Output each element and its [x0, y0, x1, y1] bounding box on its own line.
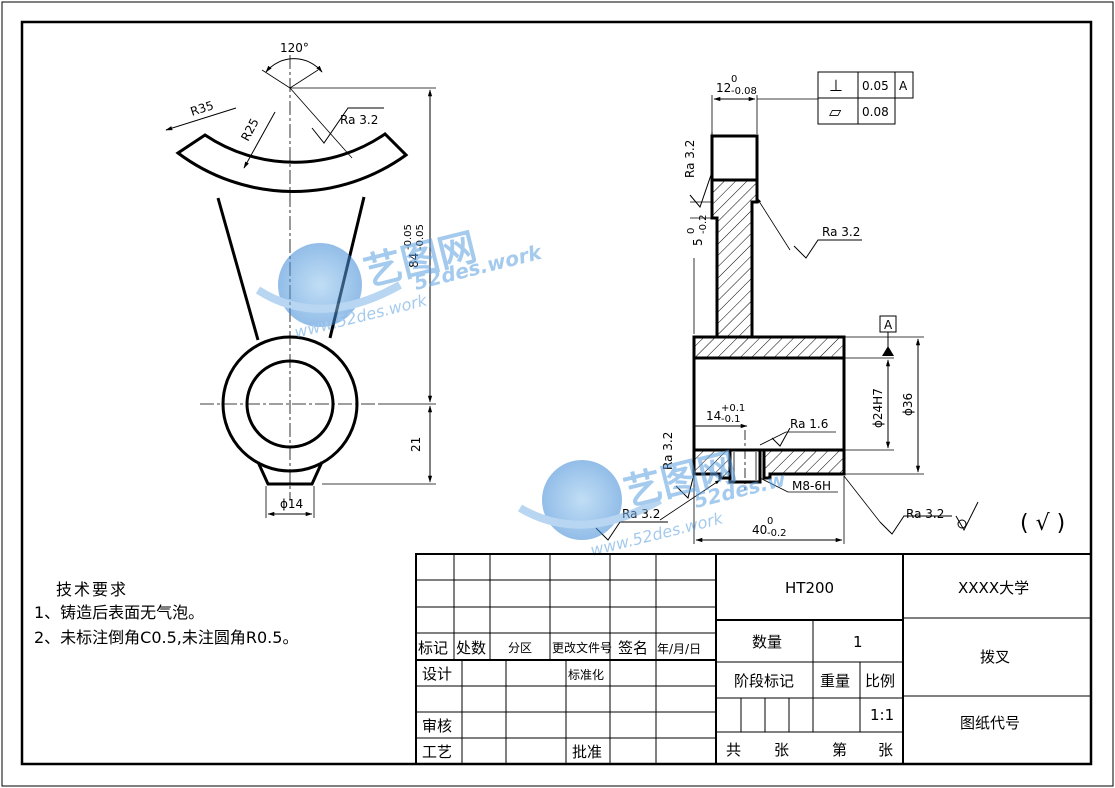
stem-section [710, 178, 759, 339]
ra-hole: Ra 1.6 [790, 417, 828, 431]
dim-14-tol-lower: -0.1 [721, 414, 741, 425]
dim-40: 40 [752, 523, 767, 537]
top-tenon [710, 134, 759, 182]
rev-h-5: 年/月/日 [657, 642, 701, 656]
sheet-unit-2: 张 [878, 741, 893, 759]
datum-a: A [884, 318, 893, 332]
dim-84-tol-upper: -0.05 [403, 224, 414, 250]
dim-phi36: ϕ36 [901, 393, 915, 416]
section-view: 12 0 -0.08 ⊥ 0.05 A ▱ 0.08 Ra 3.2 Ra 3.2… [595, 71, 1065, 544]
rev-h-3: 更改文件号 [552, 640, 612, 655]
part-name: 拨叉 [980, 648, 1010, 666]
material: HT200 [785, 579, 834, 597]
rev-h-2: 分区 [508, 641, 532, 655]
dim-phi14: ϕ14 [280, 497, 303, 511]
gdt-frame: ⊥ 0.05 A ▱ 0.08 [817, 71, 914, 125]
sheet-label: 第 [832, 741, 847, 759]
stage-label: 阶段标记 [734, 672, 794, 690]
dim-84-tol-lower: -0.05 [415, 224, 426, 250]
gdt-row1-datum: A [899, 79, 908, 93]
hub-bore [692, 356, 846, 452]
tech-req-title: 技术要求 [56, 580, 129, 599]
r25-leader [243, 111, 276, 169]
title-block-text: 标记 处数 分区 更改文件号 签名 年/月/日 设计 标准化 审核 工艺 批准 … [418, 579, 1029, 761]
dim-5-tol-upper: 0 [686, 228, 697, 234]
dim-12: 12 [716, 81, 731, 95]
qty-label: 数量 [752, 633, 782, 651]
gdt-perp-symbol: ⊥ [829, 76, 843, 95]
scale-label: 比例 [865, 672, 895, 690]
thread-spec: M8-6H [792, 479, 831, 493]
dim-12-tol-upper: 0 [731, 74, 737, 85]
label-approve: 批准 [572, 743, 602, 761]
institution: XXXX大学 [958, 579, 1029, 597]
hub-inner [245, 359, 335, 449]
r35-label: R35 [189, 98, 216, 119]
gdt-row1-value: 0.05 [862, 79, 889, 93]
rev-h-0: 标记 [418, 639, 448, 657]
hub-outer [221, 335, 359, 473]
arm-left [216, 197, 260, 341]
dim-40-tol-lower: -0.2 [767, 528, 787, 539]
title-block [415, 553, 1092, 765]
dim-14: 14 [706, 409, 721, 423]
total-label: 共 [726, 741, 741, 759]
r25-label: R25 [238, 116, 261, 143]
label-design: 设计 [422, 665, 452, 683]
fork-arc [175, 132, 409, 194]
dim-12-tol-lower: -0.08 [731, 86, 757, 97]
label-process: 工艺 [422, 743, 452, 761]
gdt-row2-value: 0.08 [862, 105, 889, 119]
tech-req-item-1: 1、铸造后表面无气泡。 [34, 603, 205, 622]
hub-top-hatch [692, 335, 846, 360]
general-roughness: Ra 3.2 [906, 507, 944, 521]
label-review: 审核 [422, 717, 452, 735]
dim-phi24h7: ϕ24H7 [871, 388, 885, 428]
sheet-unit-1: 张 [774, 741, 789, 759]
roughness-check-icon [955, 501, 979, 532]
tech-req-item-2: 2、未标注倒角C0.5,未注圆角R0.5。 [34, 628, 299, 647]
watermark-1: 艺图网 52des.work www.52des.work [255, 224, 546, 342]
dim-5: 5 [691, 238, 705, 246]
scale-value: 1:1 [870, 706, 894, 724]
dim-14-tol-upper: +0.1 [721, 403, 745, 414]
dim-21: 21 [409, 437, 423, 452]
rev-h-1: 处数 [456, 639, 486, 657]
ra-top-left: Ra 3.2 [683, 140, 697, 178]
angle-label: 120° [280, 41, 309, 55]
weight-label: 重量 [820, 672, 850, 690]
r35-leader [165, 107, 237, 131]
general-roughness-paren: ( √ ) [1020, 511, 1065, 536]
dim-5-tol-lower: -0.2 [698, 214, 709, 234]
label-standardize: 标准化 [568, 668, 604, 682]
gdt-flat-symbol: ▱ [829, 102, 842, 121]
drawing-no: 图纸代号 [960, 714, 1020, 732]
qty-value: 1 [853, 633, 863, 651]
rev-h-4: 签名 [618, 639, 648, 657]
dim-84: 84 [407, 253, 421, 268]
dim-40-tol-upper: 0 [767, 516, 773, 527]
angle-arc [265, 58, 323, 73]
ra-lower-left: Ra 3.2 [661, 432, 675, 470]
boss [256, 461, 324, 486]
front-roughness: Ra 3.2 [340, 113, 378, 127]
ra-right: Ra 3.2 [822, 225, 860, 239]
